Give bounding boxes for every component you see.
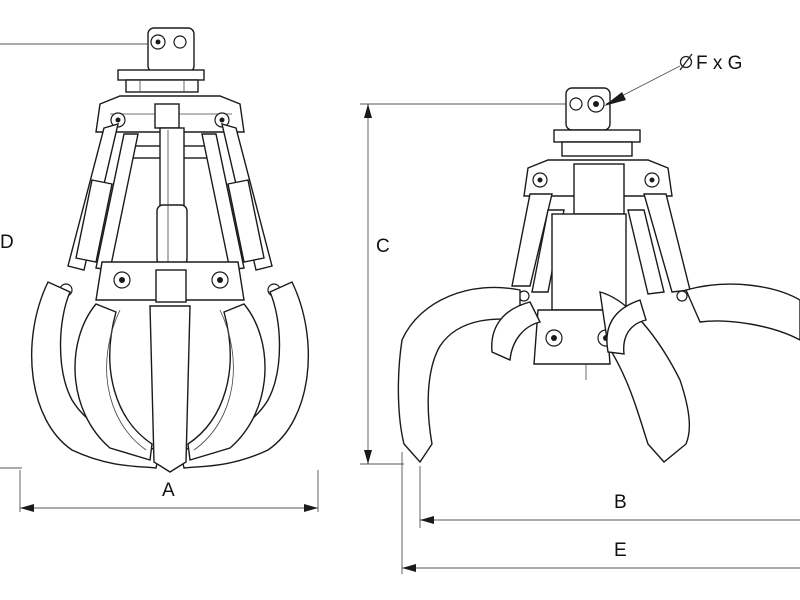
lower-hub xyxy=(59,261,281,303)
dimension-label-a: A xyxy=(162,480,175,501)
dimension-d xyxy=(0,43,148,469)
diameter-symbol-icon xyxy=(679,53,693,71)
dimension-label-c: C xyxy=(376,236,390,257)
closed-grab-view xyxy=(30,27,310,473)
dimension-b xyxy=(419,466,800,528)
dimension-label-e: E xyxy=(614,540,627,561)
open-tines xyxy=(397,283,800,464)
dimension-c xyxy=(360,103,566,465)
rotator-head xyxy=(117,27,205,93)
lower-hub-right xyxy=(518,213,688,380)
closed-tines xyxy=(30,281,310,473)
dimension-e xyxy=(401,452,800,574)
dimension-label-b: B xyxy=(614,492,627,513)
central-column xyxy=(156,127,188,277)
dimension-fg-leader xyxy=(604,65,681,106)
dimension-label-fg: F x G xyxy=(696,53,742,74)
open-grab-view xyxy=(397,87,800,464)
dimension-label-d: D xyxy=(0,232,14,253)
rotator-head-right xyxy=(553,87,641,157)
right-cylinders xyxy=(511,193,691,295)
dimension-a xyxy=(19,470,319,512)
left-cylinders xyxy=(67,123,273,271)
